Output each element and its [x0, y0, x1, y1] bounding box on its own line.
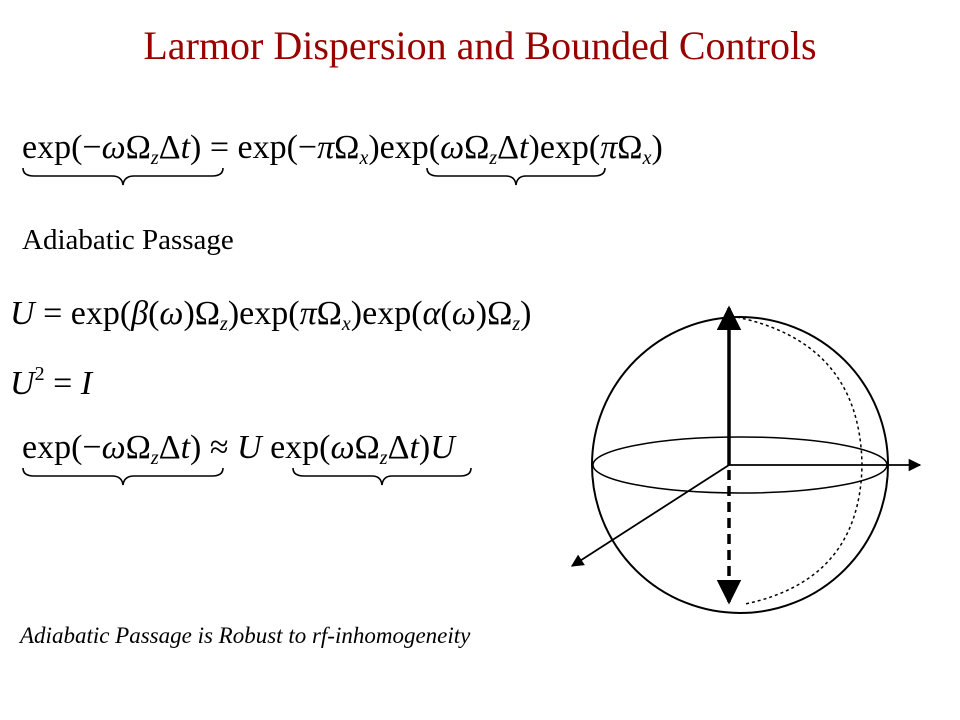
- equation-approximation: exp(−ωΩzΔt) ≈ U exp(ωΩzΔt)U: [22, 429, 455, 469]
- slide-title: Larmor Dispersion and Bounded Controls: [143, 23, 817, 68]
- underbrace-middle-2: [292, 467, 472, 486]
- underbrace-lhs-2: [22, 467, 224, 486]
- y-axis-arrow: [570, 464, 730, 567]
- caption-text: Adiabatic Passage is Robust to rf-inhomo…: [20, 623, 471, 648]
- section-heading: Adiabatic Passage: [22, 224, 234, 256]
- equation-u-definition: U = exp(β(ω)Ωz)exp(πΩx)exp(α(ω)Ωz): [10, 295, 532, 335]
- underbrace-lhs: [22, 167, 224, 186]
- underbrace-middle: [426, 167, 606, 186]
- equation-u-squared: U2 = I: [10, 363, 93, 402]
- equation-identity: exp(−ωΩzΔt) = exp(−πΩx)exp(ωΩzΔt)exp(πΩx…: [22, 129, 663, 169]
